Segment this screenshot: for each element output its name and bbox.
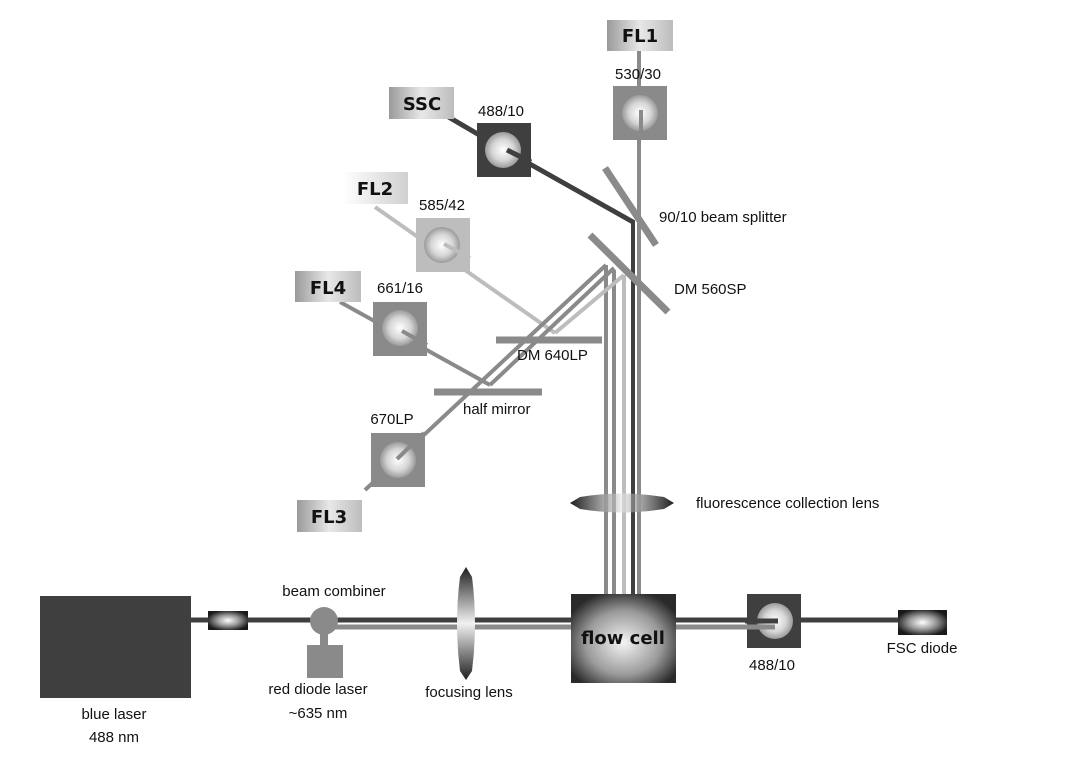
detector-fl4: FL4 (295, 271, 361, 302)
fl4-beam (488, 266, 616, 387)
red-diode-laser (307, 645, 343, 678)
beam-combiner (310, 607, 338, 645)
filter-label: 488/10 (478, 103, 524, 120)
filter-fl4: 661/16 (373, 280, 428, 356)
blue-laser (40, 596, 191, 698)
beam-paths (190, 40, 905, 630)
beam-expander (208, 611, 248, 630)
filter-fl2: 585/42 (416, 197, 471, 272)
detector-ssc: SSC (389, 87, 454, 119)
collection-lens-label: fluorescence collection lens (696, 495, 879, 512)
detector-fl2: FL2 (343, 172, 408, 204)
detector-fl3: FL3 (297, 500, 362, 532)
beam-combiner-label: beam combiner (282, 583, 385, 600)
focusing-lens (457, 567, 475, 680)
filter-label: 585/42 (419, 197, 465, 214)
filter-fl1: 530/30 (613, 66, 667, 140)
flow-cell-label: flow cell (581, 628, 665, 649)
ssc-reflected-beam (438, 109, 635, 225)
flow-cell: flow cell (571, 594, 676, 683)
blue-laser-label: blue laser (81, 706, 146, 723)
beam-splitter-label: 90/10 beam splitter (659, 209, 787, 226)
red-laser-label: red diode laser (268, 681, 367, 698)
filter-fsc: 488/10 (745, 594, 801, 674)
fsc-diode-label: FSC diode (887, 640, 958, 657)
dichroic-mirror-560sp (587, 232, 671, 315)
filter-ssc: 488/10 (477, 103, 533, 177)
blue-laser-wavelength: 488 nm (89, 729, 139, 746)
filter-label: 530/30 (615, 66, 661, 83)
filter-label: 670LP (370, 411, 413, 428)
fl2-beam (553, 273, 626, 335)
detector-label: FL3 (311, 507, 347, 528)
beam-splitter-90-10 (602, 166, 659, 247)
filter-fl3: 670LP (370, 411, 426, 487)
filter-label: 488/10 (749, 657, 795, 674)
fluorescence-collection-lens (570, 492, 674, 514)
dm640-label: DM 640LP (517, 347, 588, 364)
red-laser-wavelength: ~635 nm (289, 705, 348, 722)
detector-label: FL2 (357, 179, 393, 200)
detector-fl1: FL1 (607, 20, 673, 51)
dm560-label: DM 560SP (674, 281, 747, 298)
focusing-lens-label: focusing lens (425, 684, 513, 701)
fsc-diode (898, 610, 947, 635)
detector-label: FL4 (310, 278, 346, 299)
detector-label: FL1 (622, 26, 658, 47)
half-mirror-label: half mirror (463, 401, 531, 418)
filter-label: 661/16 (377, 280, 423, 297)
detector-label: SSC (403, 94, 441, 115)
